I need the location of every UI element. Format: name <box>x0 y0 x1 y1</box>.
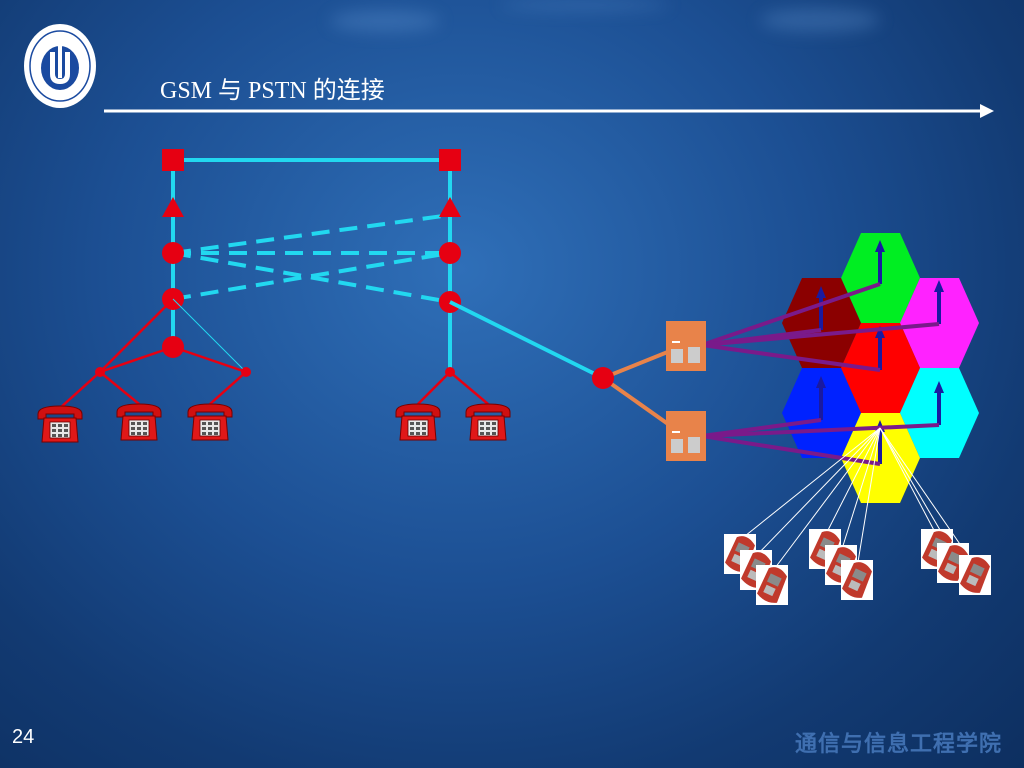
pstn-access-node <box>95 367 105 377</box>
pstn-dashed-links <box>172 213 451 304</box>
telephone-icon <box>37 405 83 443</box>
telephone-icon <box>116 403 162 441</box>
background-glow <box>330 10 440 32</box>
slide-title: GSM 与 PSTN 的连接 <box>160 78 385 104</box>
mobile-phone-icon <box>958 554 994 596</box>
mobile-phone-icon <box>840 559 876 601</box>
left-local-loop <box>59 298 247 409</box>
background-glow <box>760 8 880 32</box>
pstn-switch-triangle <box>162 197 184 217</box>
telephone-icon <box>187 403 233 441</box>
pstn-switch-square <box>439 149 461 171</box>
telephone-icon <box>465 403 511 441</box>
title-underline-arrow <box>104 104 994 118</box>
right-local-loop <box>417 371 489 405</box>
bsc-box <box>666 411 706 461</box>
pstn-switch-square <box>162 149 184 171</box>
pstn-access-node <box>445 367 455 377</box>
university-logo <box>24 24 96 108</box>
mobile-phone-icon <box>755 564 791 606</box>
pstn-switch-node <box>439 242 461 264</box>
msc-node <box>592 367 614 389</box>
pstn-switch-triangle <box>439 197 461 217</box>
pstn-msc-link <box>449 300 604 380</box>
bsc-box <box>666 321 706 371</box>
background-glow <box>500 0 670 10</box>
footer-institution: 通信与信息工程学院 <box>794 732 1002 757</box>
pstn-access-node <box>241 367 251 377</box>
left-thin-link <box>172 298 247 373</box>
pstn-switch-node <box>162 242 184 264</box>
page-number: 24 <box>12 726 35 748</box>
telephone-icon <box>395 403 441 441</box>
